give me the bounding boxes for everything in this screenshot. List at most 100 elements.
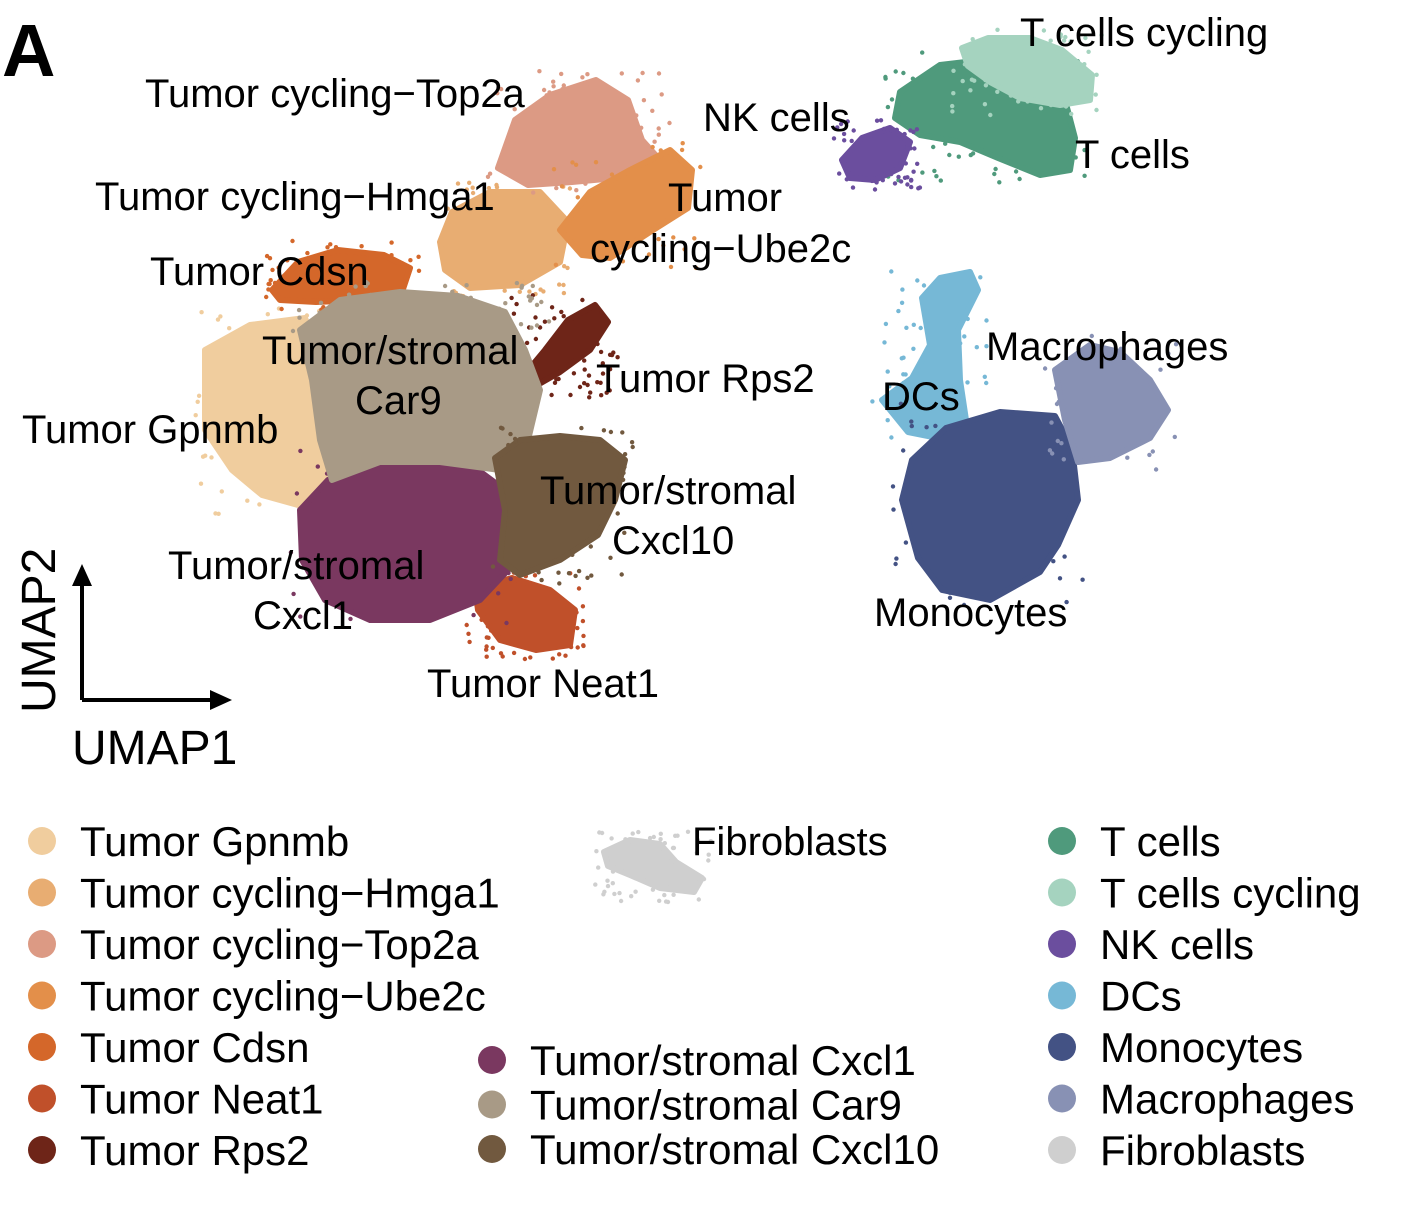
cell-point [950,109,955,114]
cluster-label-tumor-stromal-car9: Tumor/stromal [262,329,518,373]
cell-point [561,282,566,288]
cell-point [565,265,570,271]
cell-point [1081,346,1086,352]
cell-point [880,178,885,183]
legend-label: Tumor Neat1 [80,1076,324,1123]
cell-point [1064,599,1069,605]
cluster-area [899,409,1081,603]
cell-point [918,325,923,331]
cluster-area [601,837,705,895]
cluster-label-fibroblasts: Fibroblasts [692,820,888,864]
cell-point [608,429,614,435]
cell-point [968,152,973,158]
cell-point [580,75,585,80]
cell-point [539,299,544,305]
cell-point [911,322,916,327]
cell-point [903,540,909,545]
cluster-nk-cells [831,118,923,192]
legend-label: Macrophages [1100,1076,1354,1123]
cell-point [610,881,615,886]
umap1-arrowhead [210,690,232,710]
cell-point [1063,34,1068,40]
cell-point [924,425,929,430]
cell-point [549,305,555,310]
cell-point [536,570,541,575]
cell-point [498,651,504,656]
cell-point [467,180,472,185]
legend-label: Tumor/stromal Cxcl1 [530,1037,916,1084]
cell-point [965,316,970,322]
cell-point [547,90,552,95]
cell-point [198,481,204,486]
cell-point [282,273,287,278]
cell-point [934,174,939,179]
cell-point [622,452,628,457]
cell-point [675,833,680,838]
cell-point [698,164,703,170]
cell-point [582,381,587,386]
cell-point [947,595,953,600]
cell-point [257,502,262,507]
cell-point [587,395,592,400]
cell-point [694,850,700,855]
cell-point [921,283,927,288]
legend-label: Tumor cycling−Top2a [80,921,479,968]
cluster-label-tumor-stromal-cxcl10: Cxcl10 [612,519,734,563]
cell-point [1069,111,1074,117]
cell-point [889,269,894,274]
cell-point [620,259,626,264]
cell-point [484,644,489,649]
cluster-area [959,35,1095,108]
cell-point [992,171,997,177]
legend-item-tumor-gpnmb: Tumor Gpnmb [28,818,349,865]
cell-point [582,358,587,363]
cell-point [551,79,556,84]
cell-point [513,439,518,444]
cell-point [297,315,302,320]
cell-point [553,262,559,267]
cell-point [1057,576,1063,581]
cell-point [658,148,663,153]
cell-point [514,280,520,286]
cell-point [496,591,501,596]
cell-point [912,146,917,151]
cell-point [557,282,562,287]
cluster-area [1052,342,1171,465]
cluster-label-tumor-gpnmb: Tumor Gpnmb [22,408,278,452]
cell-point [914,127,920,132]
cluster-label-dcs: DCs [882,375,960,419]
cell-point [462,604,468,609]
cell-point [573,573,578,579]
cell-point [598,349,604,355]
legend-swatch [1048,981,1076,1010]
cell-point [195,399,200,404]
cell-point [905,146,910,151]
cell-point [988,112,993,118]
cell-point [1047,448,1053,453]
legend-label: Tumor Rps2 [80,1127,310,1174]
legend-item-tumor-cycling-ube2c: Tumor cycling−Ube2c [28,973,486,1020]
cell-point [508,576,513,582]
cell-point [909,419,914,424]
cell-point [581,633,586,639]
cell-point [1094,72,1099,78]
cell-point [970,37,975,42]
cell-point [887,384,892,389]
cell-point [849,138,854,144]
legend-item-tumor-rps2: Tumor Rps2 [28,1127,310,1174]
cell-point [890,484,896,489]
cell-point [883,321,889,327]
cell-point [870,399,875,404]
cell-point [933,423,938,429]
legend-item-tumor-stromal-cxcl1: Tumor/stromal Cxcl1 [478,1037,916,1084]
cell-point [533,315,538,320]
cell-point [518,322,524,327]
cell-point [490,564,496,569]
cell-point [901,70,906,76]
cell-point [479,617,484,622]
cell-point [559,309,564,315]
legend-swatch [1048,827,1076,855]
cell-point [359,244,364,249]
cell-point [896,308,901,314]
cell-point [600,371,606,376]
